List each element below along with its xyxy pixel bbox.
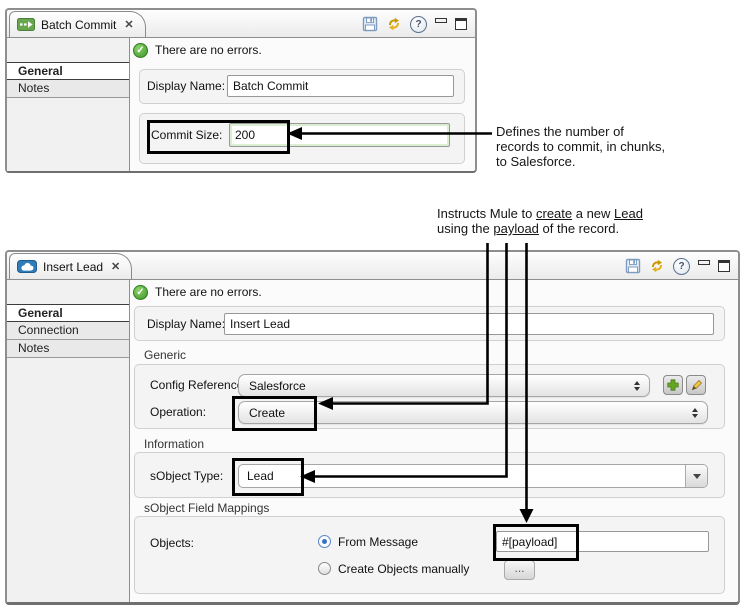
config-reference-value: Salesforce [249,378,306,393]
pencil-icon [691,379,702,390]
insert-tabbar: Insert Lead ✕ ? [7,252,738,280]
status-row: ✓ There are no errors. [133,283,262,301]
insert-toolbar: ? [625,256,730,276]
create-objects-manually-radio[interactable] [318,562,331,575]
close-icon[interactable]: ✕ [111,261,121,273]
config-reference-dropdown[interactable]: Salesforce [238,374,650,397]
close-icon[interactable]: ✕ [124,19,134,31]
commit-size-callout: Defines the number of records to commit,… [496,124,665,169]
chevron-down-icon[interactable] [685,465,707,487]
help-icon[interactable]: ? [673,257,690,275]
mappings-group: Objects: From Message Create Objects man… [134,516,725,594]
from-message-radio[interactable] [318,535,331,548]
batch-tabbar: Batch Commit ✕ ? [7,10,475,38]
callout-line: Defines the number of [496,124,624,139]
payload-input[interactable] [496,531,709,552]
display-name-input[interactable] [227,75,454,97]
sobject-type-combo[interactable]: Lead [238,464,708,488]
generic-group: Config Reference: Salesforce Operation: … [134,364,725,429]
add-config-button[interactable] [663,375,683,395]
sidebar-item-general[interactable]: General [7,304,129,322]
browse-button[interactable]: ... [504,560,535,580]
operation-dropdown[interactable]: Create [238,401,708,424]
callout-line: records to commit, in chunks, [496,139,666,154]
display-name-label: Display Name: [147,317,226,331]
sidebar-item-general[interactable]: General [7,62,129,80]
insert-content: ✓ There are no errors. Display Name: Gen… [130,280,738,602]
callout-line: to Salesforce. [496,154,576,169]
operation-label: Operation: [150,405,207,419]
insert-lead-panel: Insert Lead ✕ ? General Connection Notes [5,250,740,605]
from-message-label: From Message [338,535,419,549]
tab-title: Batch Commit [41,17,117,32]
batch-sidebar: General Notes [7,38,130,171]
operation-value: Create [249,405,286,420]
insert-lead-callout: Instructs Mule to create a new Lead usin… [437,206,643,236]
updown-arrows-icon [692,407,698,418]
callout-line: using the payload of the record. [437,221,620,236]
batch-commit-panel: Batch Commit ✕ ? General Notes [5,8,477,173]
section-sobject-field-mappings: sObject Field Mappings [144,501,270,515]
minimize-icon[interactable] [435,17,447,23]
sobject-type-value: Lead [247,469,274,483]
tab-title: Insert Lead [43,259,104,274]
information-group: sObject Type: Lead [134,452,725,498]
tab-insert-lead[interactable]: Insert Lead ✕ [9,253,133,279]
save-icon[interactable] [362,16,378,32]
section-information: Information [144,437,205,451]
sync-icon[interactable] [649,258,665,274]
save-icon[interactable] [625,258,641,274]
commit-size-input[interactable] [229,123,450,147]
display-name-input[interactable] [224,313,714,335]
maximize-icon[interactable] [718,260,730,272]
sidebar-item-notes[interactable]: Notes [7,340,129,358]
status-row: ✓ There are no errors. [133,41,262,59]
minimize-icon[interactable] [698,259,710,265]
status-text: There are no errors. [155,43,262,57]
commit-size-label: Commit Size: [151,128,223,142]
objects-label: Objects: [150,536,195,550]
section-generic: Generic [144,348,187,362]
config-reference-label: Config Reference: [150,378,247,392]
plus-icon [667,379,679,391]
tab-batch-commit[interactable]: Batch Commit ✕ [9,11,146,37]
status-text: There are no errors. [155,285,262,299]
edit-config-button[interactable] [686,375,706,395]
no-errors-check-icon: ✓ [133,284,148,300]
sidebar-item-connection[interactable]: Connection [7,322,129,340]
sobject-type-label: sObject Type: [150,469,224,483]
updown-arrows-icon [634,380,640,391]
no-errors-check-icon: ✓ [133,42,148,58]
maximize-icon[interactable] [455,18,467,30]
batch-commit-icon [17,18,35,31]
sync-icon[interactable] [386,16,402,32]
help-icon[interactable]: ? [410,15,427,33]
sidebar-item-notes[interactable]: Notes [7,80,129,98]
display-name-label: Display Name: [147,79,226,93]
batch-toolbar: ? [362,14,467,34]
batch-content: ✓ There are no errors. Display Name: Com… [130,38,475,171]
insert-sidebar: General Connection Notes [7,280,130,602]
callout-line: Instructs Mule to create a new Lead [437,206,643,221]
create-objects-manually-label: Create Objects manually [338,562,470,576]
salesforce-cloud-icon [17,260,37,273]
